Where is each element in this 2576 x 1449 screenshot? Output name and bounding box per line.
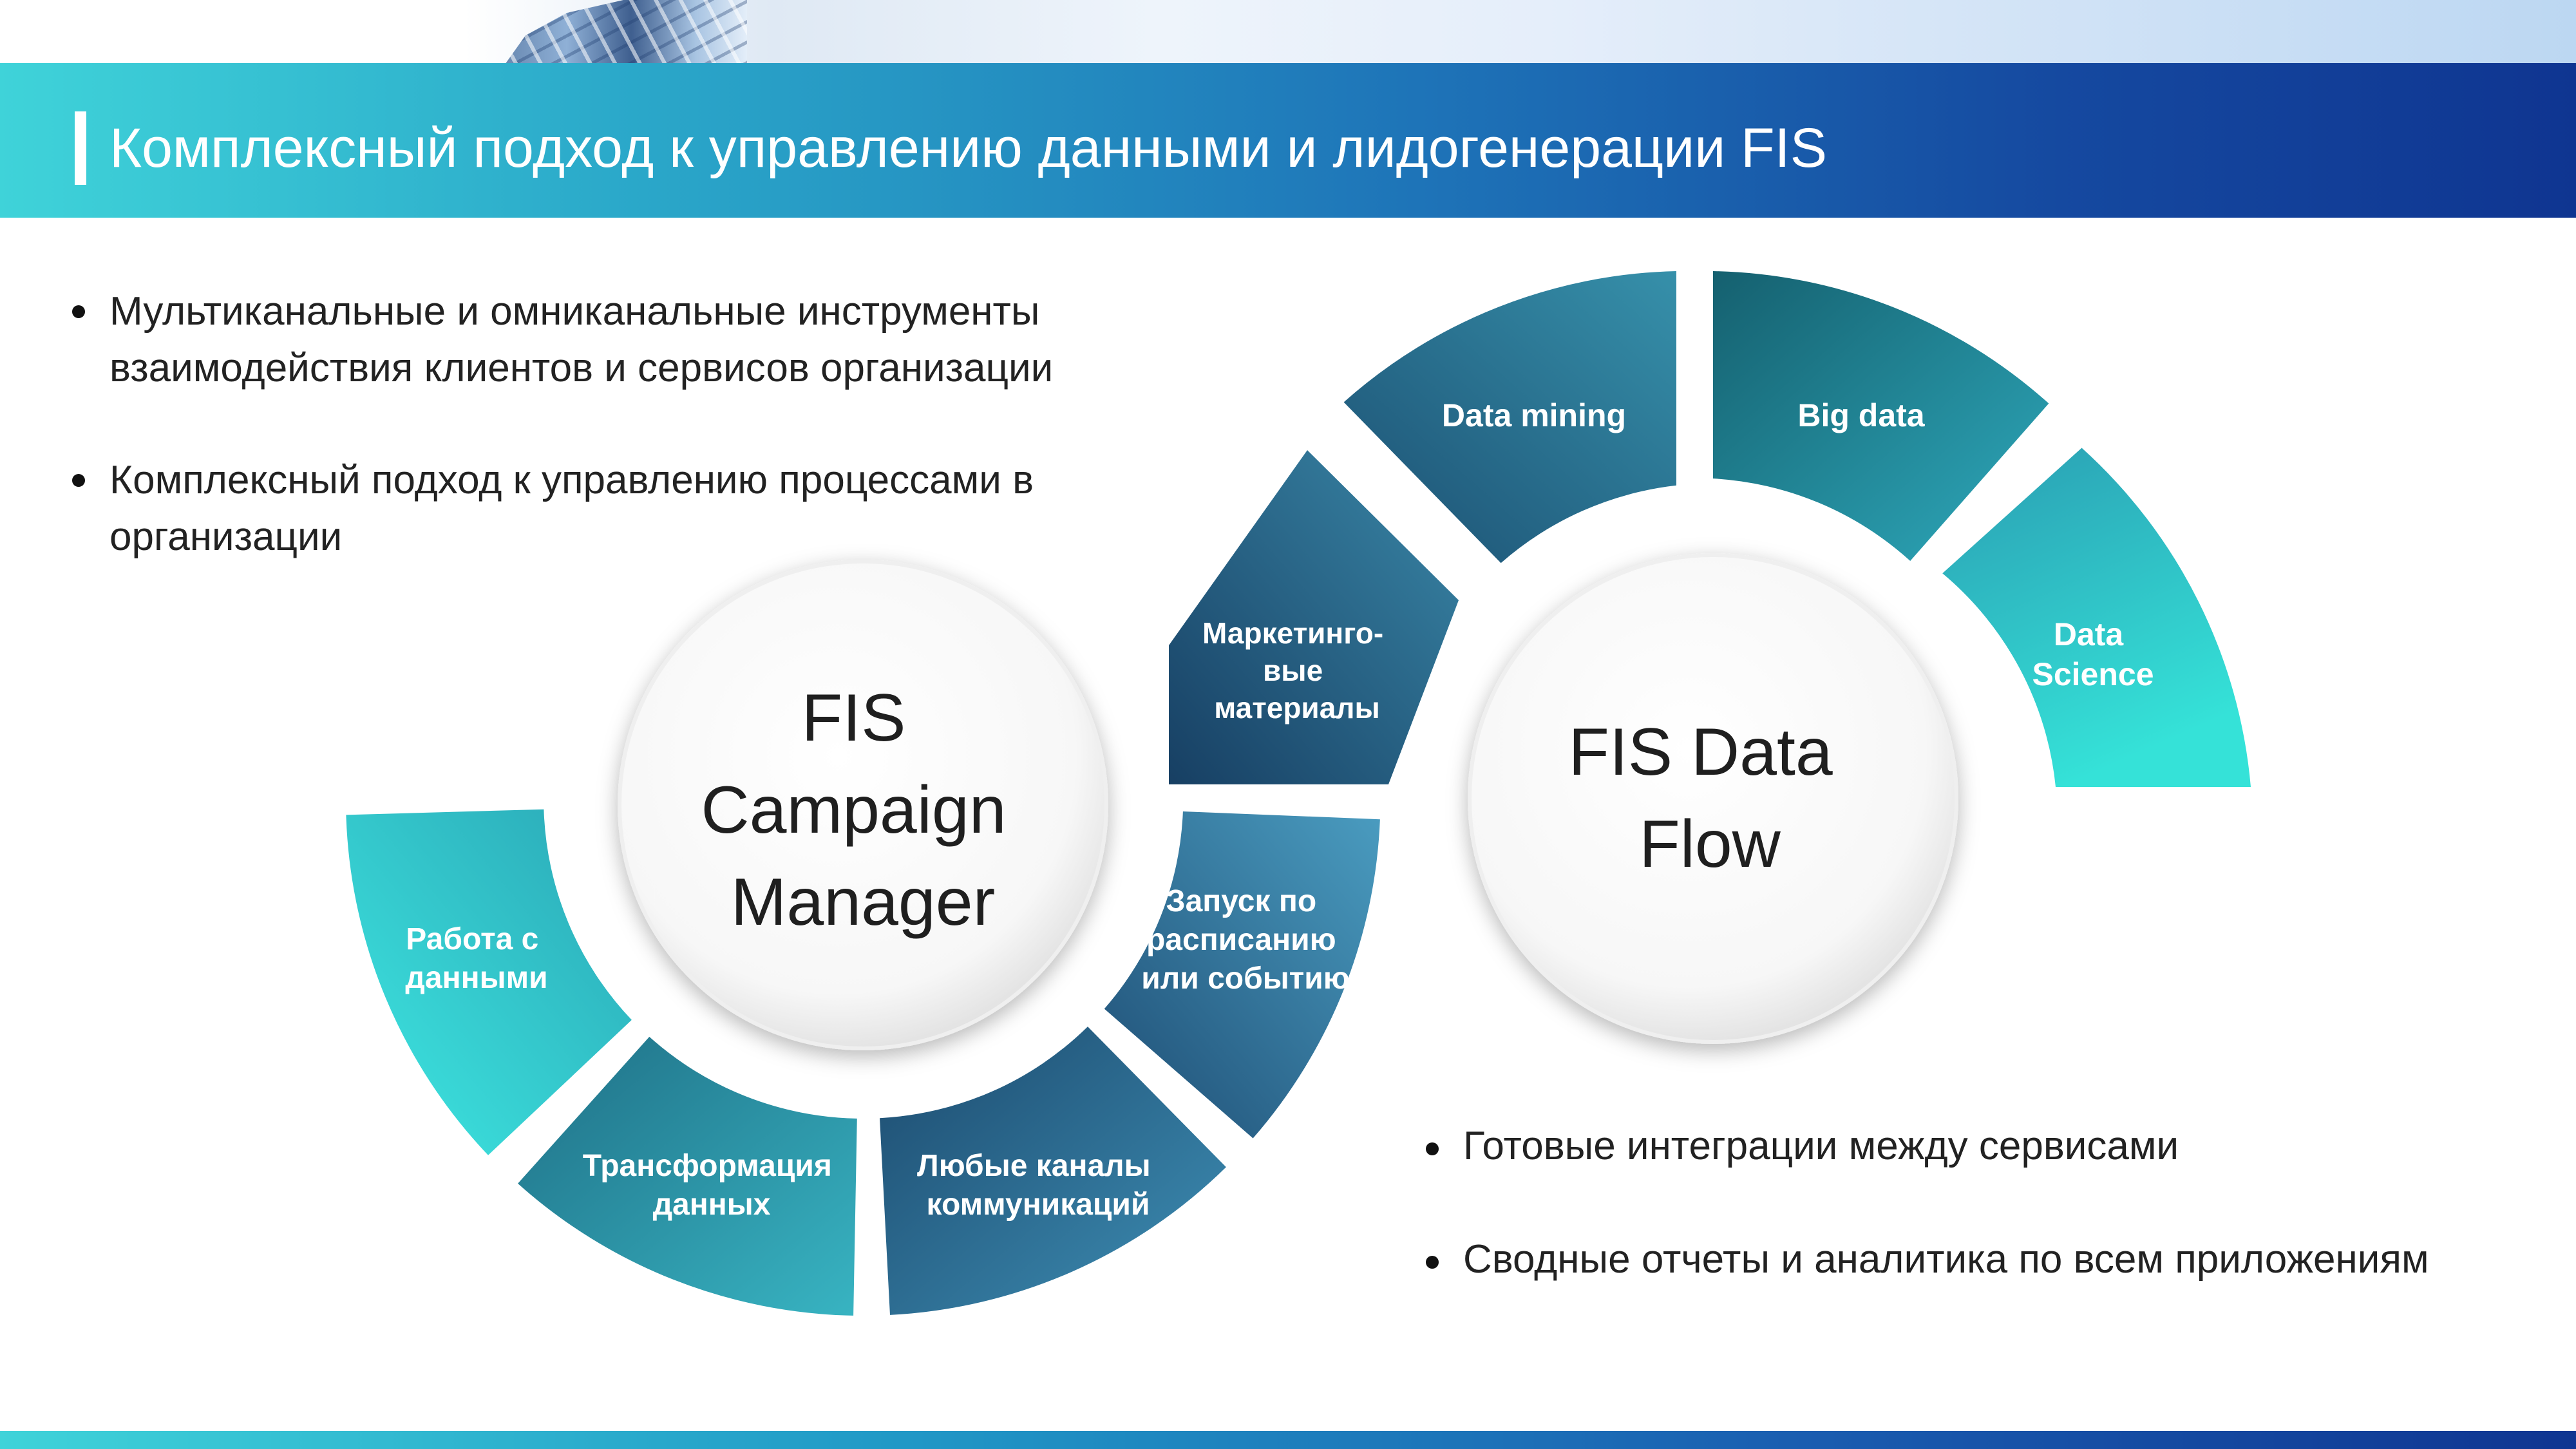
hub-title-line: Manager — [731, 865, 995, 940]
segment-label-data-mining: Data mining — [1442, 397, 1626, 433]
segment-label-channels: Любые каналы коммуникаций — [917, 1149, 1159, 1222]
label-line: материалы — [1214, 691, 1380, 724]
label-line: данных — [653, 1188, 771, 1222]
segment-label-transformation: Трансформация данных — [583, 1149, 841, 1222]
label-line: Работа с — [406, 922, 538, 956]
segment-data-mining — [1343, 271, 1676, 564]
label-line: коммуникаций — [927, 1188, 1150, 1222]
segment-label-marketing: Маркетинго- вые материалы — [1202, 616, 1392, 724]
label-line: расписанию — [1146, 923, 1336, 957]
label-line: Data — [2054, 616, 2125, 652]
right-bullet-item: Готовые интеграции между сервисами — [1426, 1121, 2559, 1172]
footer-bar — [0, 1431, 2576, 1449]
segment-channels — [880, 1027, 1226, 1315]
label-line: Big data — [1797, 397, 1925, 433]
hub-title-line: FIS — [802, 681, 906, 755]
title-bar: Комплексный подход к управлению данными … — [0, 63, 2576, 218]
hub-title-line: Campaign — [701, 773, 1007, 848]
segment-label-data-science: Data Science — [2032, 616, 2154, 692]
hub-title-line: Flow — [1639, 807, 1781, 882]
hub-title-line: FIS Data — [1568, 715, 1833, 790]
segment-big-data — [1713, 271, 2049, 561]
right-bullet-item: Сводные отчеты и аналитика по всем прило… — [1426, 1234, 2559, 1285]
data-flow-title: FIS Data Flow — [1568, 715, 1851, 882]
campaign-manager-title: FIS Campaign Manager — [701, 681, 1025, 940]
segment-marketing-materials — [1169, 450, 1459, 784]
label-line: Science — [2032, 656, 2154, 692]
label-line: или событию — [1141, 961, 1350, 996]
page-title: Комплексный подход к управлению данными … — [109, 117, 1827, 179]
label-line: вые — [1263, 654, 1323, 687]
data-flow-hub — [1468, 553, 1958, 1044]
label-line: Любые каналы — [917, 1149, 1151, 1183]
label-line: Трансформация — [583, 1149, 832, 1183]
segment-scheduled-launch — [1104, 811, 1380, 1139]
campaign-manager-hub — [618, 560, 1108, 1050]
label-line: Data mining — [1442, 397, 1626, 433]
label-line: Запуск по — [1166, 884, 1317, 918]
left-bullet-list: Мультиканальные и омниканальные инструме… — [72, 283, 1167, 565]
segment-data-science — [1942, 448, 2251, 787]
left-bullet-item: Мультиканальные и омниканальные инструме… — [72, 283, 1167, 397]
segment-label-data-work: Работа с данными — [405, 922, 547, 995]
label-line: данными — [405, 961, 547, 995]
label-line: Маркетинго- — [1202, 616, 1383, 650]
title-accent-bar — [75, 111, 86, 185]
header-photo-strip — [0, 0, 2576, 64]
segment-label-scheduled-launch: Запуск по расписанию или событию — [1141, 884, 1350, 996]
right-bullet-list: Готовые интеграции между сервисами Сводн… — [1426, 1121, 2559, 1285]
segment-data-work — [346, 809, 632, 1155]
segment-data-transformation — [518, 1036, 857, 1316]
left-bullet-item: Комплексный подход к управлению процесса… — [72, 452, 1167, 565]
segment-label-big-data: Big data — [1797, 397, 1925, 433]
